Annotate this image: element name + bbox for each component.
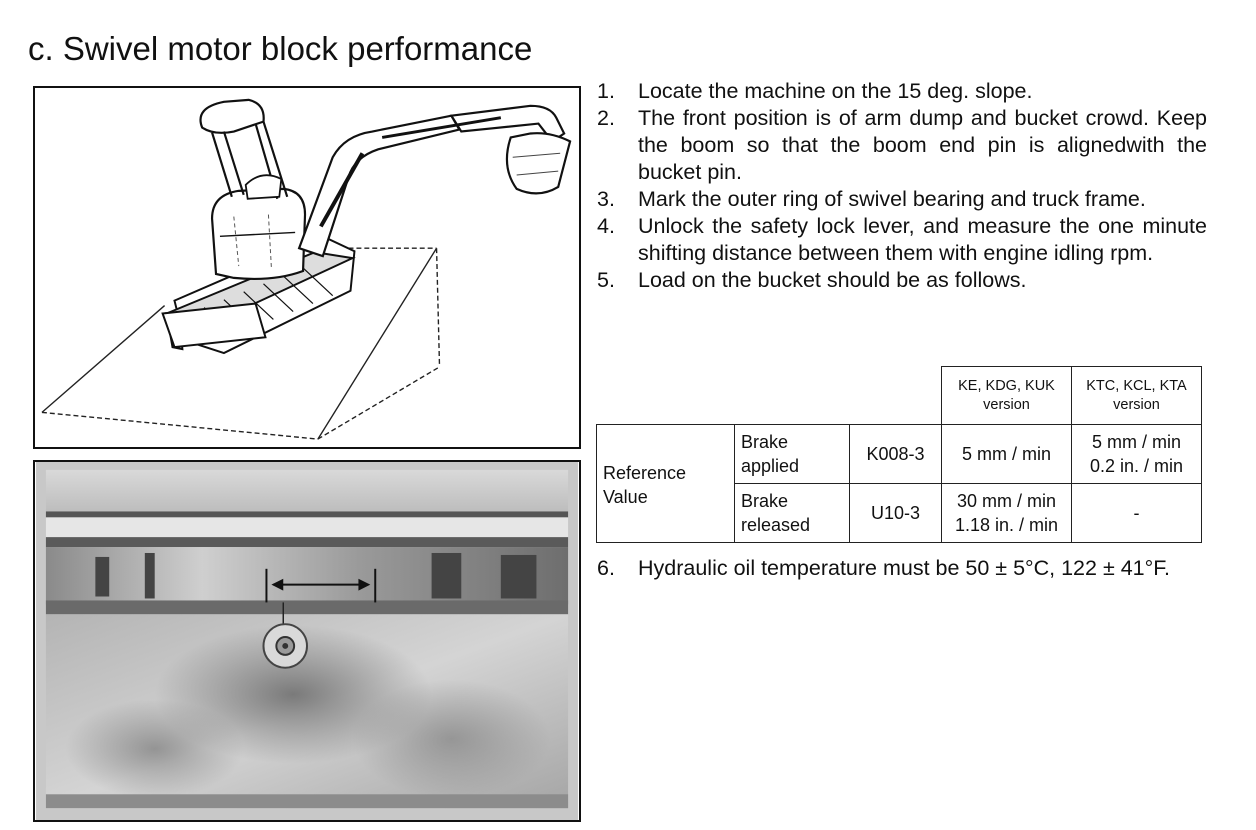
step-text: Load on the bucket should be as follows. xyxy=(638,268,1027,292)
page-title: c. Swivel motor block performance xyxy=(28,30,533,67)
col-header-ktc: KTC, KCL, KTA version xyxy=(1071,366,1202,425)
excavator-figure xyxy=(33,86,581,449)
ktc-value-cell: - xyxy=(1071,483,1202,543)
step-number: 1. xyxy=(597,79,615,103)
ke-value-cell: 5 mm / min xyxy=(941,424,1072,484)
swivel-bearing-photo-icon xyxy=(36,462,578,820)
step-5: 5. Load on the bucket should be as follow… xyxy=(597,267,1207,294)
step-1: 1. Locate the machine on the 15 deg. slop… xyxy=(597,78,1207,105)
step-number: 4. xyxy=(597,214,615,238)
step-text: Locate the machine on the 15 deg. slope. xyxy=(638,79,1033,103)
row-group-label: Reference Value xyxy=(596,424,735,543)
condition-cell: Brake applied xyxy=(734,424,850,484)
table-row: Brake released U10-3 30 mm / min 1.18 in… xyxy=(597,483,1202,543)
step-number: 2. xyxy=(597,106,615,130)
step-text: Unlock the safety lock lever, and measur… xyxy=(638,214,1207,265)
col-header-ke: KE, KDG, KUK version xyxy=(941,366,1072,425)
step-6: 6. Hydraulic oil temperature must be 50 … xyxy=(597,555,1207,582)
step-number: 3. xyxy=(597,187,615,211)
table-row: Reference Value Brake applied K008-3 5 m… xyxy=(596,424,1202,543)
step-number: 5. xyxy=(597,268,615,292)
table-header-row: KE, KDG, KUK version KTC, KCL, KTA versi… xyxy=(597,366,1202,425)
step-text: The front position is of arm dump and bu… xyxy=(638,106,1207,184)
step-2: 2. The front position is of arm dump and … xyxy=(597,105,1207,186)
condition-cell: Brake released xyxy=(734,483,850,543)
step-3: 3. Mark the outer ring of swivel bearing … xyxy=(597,186,1207,213)
step-text: Hydraulic oil temperature must be 50 ± 5… xyxy=(638,556,1170,580)
procedure-steps: 1. Locate the machine on the 15 deg. slop… xyxy=(597,78,1207,294)
excavator-on-slope-icon xyxy=(41,98,572,440)
ke-value-cell: 30 mm / min 1.18 in. / min xyxy=(941,483,1072,543)
swivel-bearing-photo xyxy=(33,460,581,822)
step-number: 6. xyxy=(597,556,615,580)
step-4: 4. Unlock the safety lock lever, and meas… xyxy=(597,213,1207,267)
step-text: Mark the outer ring of swivel bearing an… xyxy=(638,187,1146,211)
reference-value-table: KE, KDG, KUK version KTC, KCL, KTA versi… xyxy=(596,366,1202,543)
ktc-value-cell: 5 mm / min 0.2 in. / min xyxy=(1071,424,1202,484)
model-cell: K008-3 xyxy=(849,424,942,484)
model-cell: U10-3 xyxy=(849,483,942,543)
